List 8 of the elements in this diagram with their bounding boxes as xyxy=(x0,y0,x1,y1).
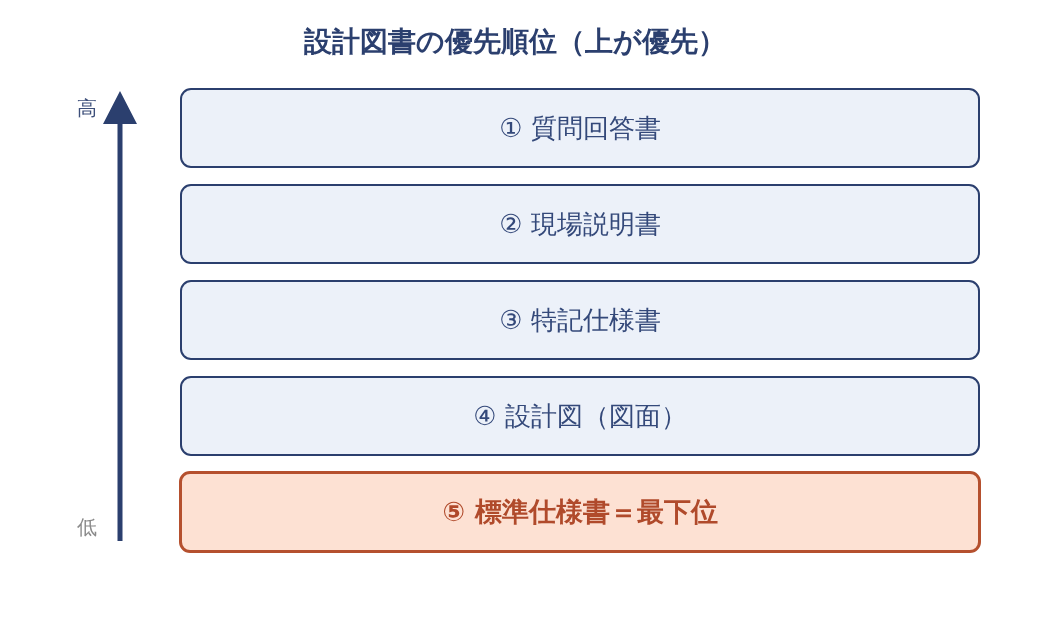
axis-label: 低 xyxy=(77,515,97,539)
priority-box: ① 質問回答書 xyxy=(180,88,980,168)
priority-box: ④ 設計図（図面） xyxy=(180,376,980,456)
priority-box: ② 現場説明書 xyxy=(180,184,980,264)
priority-box: ③ 特記仕様書 xyxy=(180,280,980,360)
priority-box: ⑤ 標準仕様書＝最下位 xyxy=(179,471,981,553)
title: 設計図書の優先順位（上が優先） xyxy=(303,24,727,60)
axis-label: 高 xyxy=(77,96,97,120)
